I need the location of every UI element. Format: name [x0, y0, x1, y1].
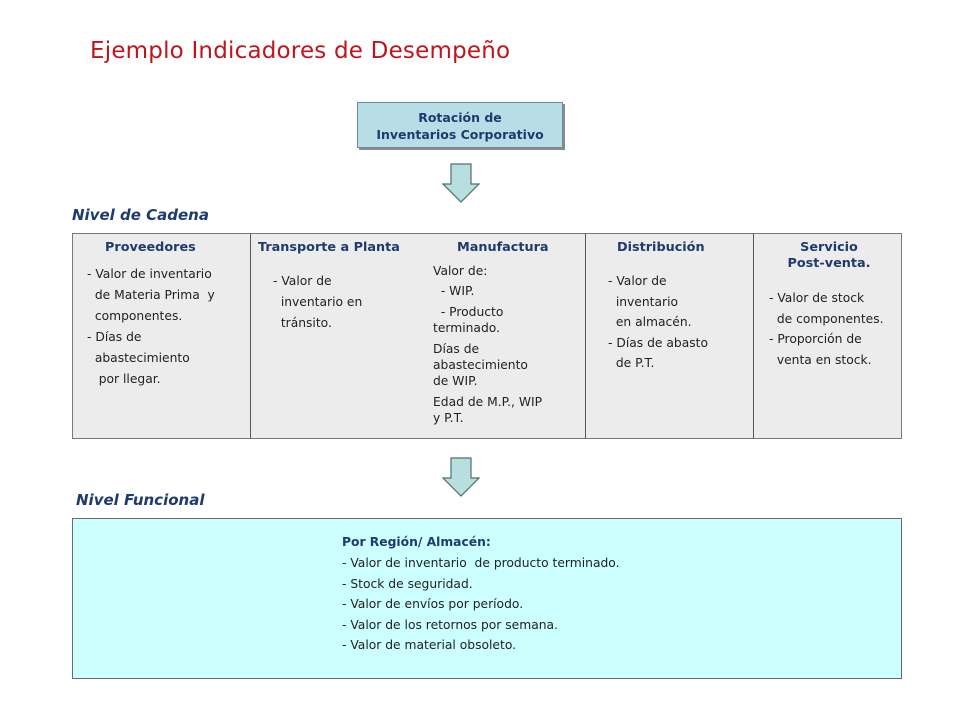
column-heading: Proveedores: [73, 240, 250, 256]
column-body: - Valor de inventario en almacén. - Días…: [608, 271, 753, 374]
metric-line: en almacén.: [608, 315, 692, 329]
metric-line: y P.T.: [433, 411, 464, 425]
metric-line: - Valor de stock: [769, 291, 865, 305]
nivel-funcional-label: Nivel Funcional: [76, 491, 205, 509]
down-arrow-icon: [442, 457, 480, 497]
metric-line: inventario: [608, 294, 679, 309]
metric-line: por llegar.: [87, 372, 161, 386]
metric-line: - Valor de inventario: [87, 267, 212, 281]
column-heading: Servicio Post-venta.: [754, 240, 904, 272]
corporate-kpi-box: Rotación de Inventarios Corporativo: [357, 102, 563, 148]
metric-line: tránsito.: [273, 316, 332, 330]
functional-metrics: Por Región/ Almacén: - Valor de inventar…: [342, 534, 620, 656]
metric-line: componentes.: [87, 309, 183, 323]
functional-level-box: Por Región/ Almacén: - Valor de inventar…: [72, 518, 902, 679]
column-body: - Valor de inventario en tránsito.: [273, 271, 585, 334]
metric-line: venta en stock.: [769, 352, 872, 367]
column-body: - Valor de inventario de Materia Prima y…: [87, 264, 250, 390]
page-title: Ejemplo Indicadores de Desempeño: [90, 38, 511, 64]
column-body: Valor de: - WIP. - Producto terminado. D…: [433, 263, 583, 426]
metric-line: - Valor de inventario de producto termin…: [342, 556, 620, 570]
metric-line: abastecimiento: [87, 351, 190, 365]
metric-line: Días de: [433, 342, 480, 356]
metric-line: - Proporción de: [769, 332, 862, 346]
corporate-kpi-line-2: Inventarios Corporativo: [376, 127, 544, 142]
column-servicio: Servicio Post-venta. - Valor de stock de…: [753, 234, 901, 438]
heading-line: Proveedores: [105, 240, 196, 255]
metric-line: - Días de abasto: [608, 335, 708, 350]
metric-line: de Materia Prima y: [87, 288, 215, 302]
column-heading: Transporte a Planta: [251, 240, 585, 256]
heading-line: Transporte a Planta: [258, 240, 400, 255]
metric-line: de componentes.: [769, 311, 884, 326]
column-distribucion: Distribución - Valor de inventario en al…: [585, 234, 753, 438]
metric-line: abastecimiento: [433, 358, 528, 372]
metric-line: - Valor de envíos por período.: [342, 597, 524, 611]
metric-line: - Stock de seguridad.: [342, 576, 473, 591]
corporate-kpi-line-1: Rotación de: [418, 110, 502, 125]
metric-line: - Días de: [87, 330, 142, 344]
heading-line: Servicio: [800, 240, 858, 255]
metric-line: - Valor de material obsoleto.: [342, 638, 517, 652]
metric-line: - Valor de: [608, 274, 667, 288]
column-transporte: Transporte a Planta - Valor de inventari…: [250, 234, 585, 438]
column-heading: Distribución: [586, 240, 753, 256]
metric-line: de P.T.: [608, 356, 655, 370]
heading-line: Post-venta.: [787, 256, 871, 271]
metric-line: de WIP.: [433, 374, 478, 388]
metric-line: Valor de:: [433, 264, 488, 278]
metric-line: - Valor de los retornos por semana.: [342, 617, 558, 632]
metric-line: inventario en: [273, 295, 363, 309]
functional-heading: Por Región/ Almacén:: [342, 535, 491, 549]
nivel-cadena-label: Nivel de Cadena: [72, 206, 209, 224]
metric-line: - WIP.: [433, 284, 475, 298]
supply-chain-table: Proveedores - Valor de inventario de Mat…: [72, 233, 902, 439]
metric-line: - Producto: [433, 305, 504, 319]
down-arrow-icon: [442, 163, 480, 203]
column-heading: Manufactura: [427, 240, 549, 256]
column-proveedores: Proveedores - Valor de inventario de Mat…: [73, 234, 250, 438]
metric-line: - Valor de: [273, 274, 332, 288]
heading-line: Manufactura: [457, 240, 549, 255]
metric-line: terminado.: [433, 321, 500, 335]
column-body: - Valor de stock de componentes. - Propo…: [769, 288, 901, 370]
manufactura-inner: Manufactura Valor de: - WIP. - Producto …: [427, 234, 549, 438]
heading-line: Distribución: [617, 240, 705, 255]
metric-line: Edad de M.P., WIP: [433, 395, 543, 409]
